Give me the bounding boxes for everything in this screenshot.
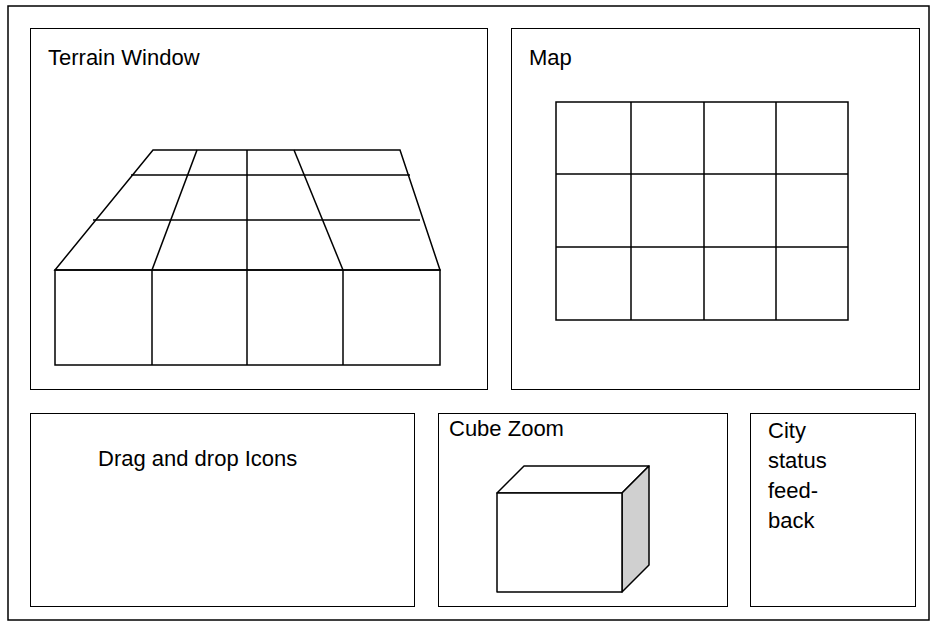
cube-icon — [497, 466, 649, 592]
terrain-window-panel: Terrain Window — [30, 28, 488, 390]
panel-label: Drag and drop Icons — [98, 444, 298, 474]
outer-frame — [8, 6, 929, 620]
icon-palette-panel: Drag and drop Icons — [30, 413, 415, 607]
cube-zoom-panel: Cube Zoom — [438, 413, 728, 607]
map-panel: Map — [511, 28, 920, 390]
terrain-grid — [55, 150, 440, 365]
map-grid — [556, 102, 848, 320]
city-status-panel: City status feed-back — [750, 413, 916, 607]
panel-label: Terrain Window — [48, 43, 448, 73]
panel-label: Map — [529, 43, 889, 73]
panel-label: Cube Zoom — [449, 414, 709, 444]
panel-label: City status feed-back — [768, 416, 848, 536]
